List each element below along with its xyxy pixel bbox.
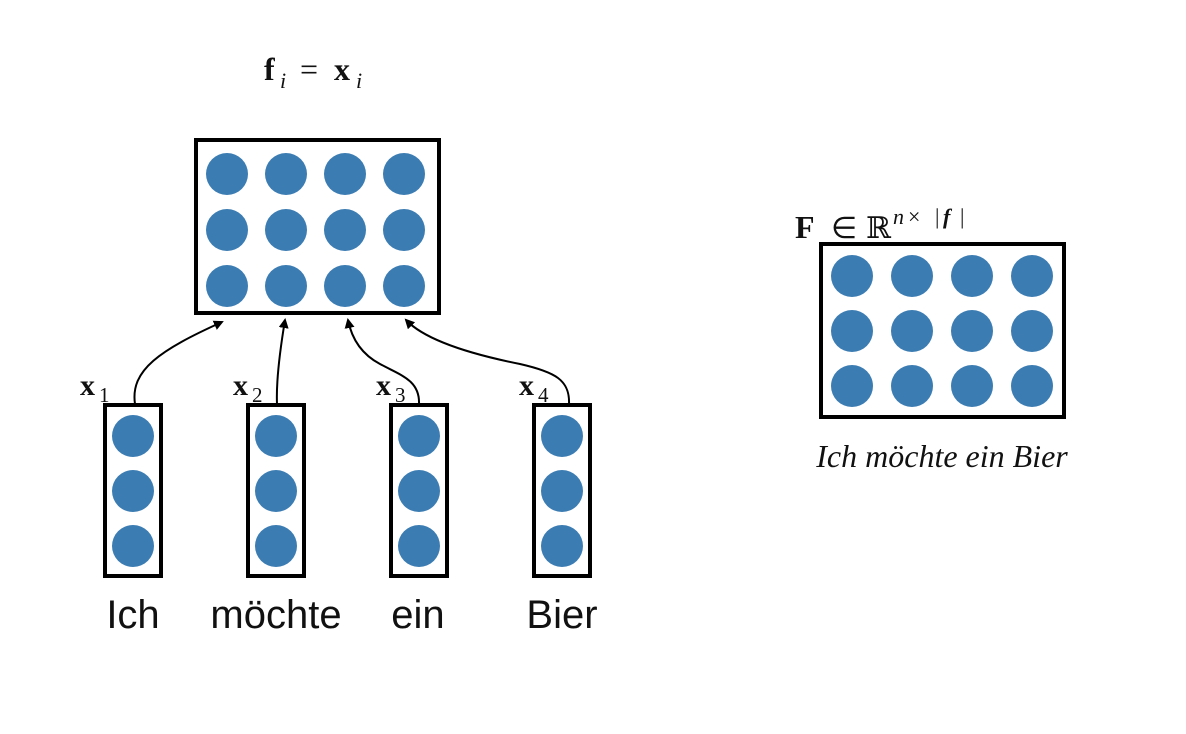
combined-dot	[206, 153, 248, 195]
matrix-dot	[1011, 310, 1053, 352]
matrix-dot	[1011, 255, 1053, 297]
matrix-dot	[951, 310, 993, 352]
matrix-label-sup-times: ×	[908, 204, 920, 229]
input-column-2-dot	[255, 525, 297, 567]
arrow-1	[133, 320, 224, 405]
input-labels: x 1 x 2 x 3 x 4	[80, 369, 549, 407]
input-column-2	[246, 403, 306, 578]
word-labels: Ich möchte ein Bier	[106, 593, 597, 637]
combined-dot	[206, 265, 248, 307]
matrix-dot	[951, 255, 993, 297]
input-column-3	[389, 403, 449, 578]
formula-f: f	[264, 51, 275, 87]
arrow-2	[275, 318, 289, 405]
input-label-2-sub: 2	[252, 383, 263, 407]
combined-dot	[383, 209, 425, 251]
input-column-3-dot	[398, 525, 440, 567]
word-3: ein	[391, 593, 444, 637]
combined-dot	[324, 265, 366, 307]
input-columns	[103, 403, 592, 578]
input-column-1-dots	[112, 415, 154, 567]
input-column-3-dot	[398, 415, 440, 457]
arrows	[133, 318, 571, 405]
matrix-label-in: ∈	[831, 212, 857, 245]
matrix-dot	[831, 255, 873, 297]
input-column-4	[532, 403, 592, 578]
combined-dot	[265, 209, 307, 251]
input-label-4-sub: 4	[538, 383, 549, 407]
combined-dot	[206, 209, 248, 251]
matrix-label-F: F	[795, 209, 815, 245]
matrix-box	[819, 242, 1066, 419]
matrix-label-sup-bar-left: |	[935, 204, 939, 229]
input-column-3-dot	[398, 470, 440, 512]
matrix-dot	[891, 255, 933, 297]
arrow-3	[344, 318, 421, 405]
matrix-dot	[891, 310, 933, 352]
combined-dot	[383, 265, 425, 307]
input-column-2-dots	[255, 415, 297, 567]
matrix-dot	[831, 310, 873, 352]
input-label-3-var: x	[376, 369, 391, 402]
input-column-4-dot	[541, 525, 583, 567]
input-label-1-var: x	[80, 369, 95, 402]
formula-f-subscript: i	[280, 68, 286, 93]
arrow-4	[404, 318, 571, 405]
input-column-2-dot	[255, 415, 297, 457]
matrix-dot	[1011, 365, 1053, 407]
word-2: möchte	[210, 593, 341, 637]
input-column-4-dot	[541, 470, 583, 512]
input-column-4-dot	[541, 415, 583, 457]
matrix-dot-grid	[831, 255, 1053, 407]
formula-equals: =	[300, 51, 318, 87]
input-label-3-sub: 3	[395, 383, 406, 407]
combined-dot	[324, 153, 366, 195]
combined-dot	[324, 209, 366, 251]
input-column-1	[103, 403, 163, 578]
matrix-dot	[891, 365, 933, 407]
input-column-4-dots	[541, 415, 583, 567]
word-4: Bier	[526, 593, 597, 637]
matrix-label: F ∈ ℝ n × | f |	[795, 204, 964, 246]
top-formula: f i = x i	[264, 51, 362, 93]
input-column-3-dots	[398, 415, 440, 567]
combined-dot-grid	[206, 153, 425, 307]
matrix-dot	[831, 365, 873, 407]
input-column-1-dot	[112, 470, 154, 512]
matrix-label-sup-bar-right: |	[960, 204, 964, 229]
input-column-1-dot	[112, 415, 154, 457]
matrix-label-sup-n: n	[893, 204, 904, 229]
word-1: Ich	[106, 593, 159, 637]
combined-dot	[265, 265, 307, 307]
input-column-2-dot	[255, 470, 297, 512]
formula-x: x	[334, 51, 350, 87]
input-label-1-sub: 1	[99, 383, 110, 407]
combined-dot	[265, 153, 307, 195]
matrix-label-reals: ℝ	[866, 211, 892, 246]
matrix-dot	[951, 365, 993, 407]
matrix-caption: Ich möchte ein Bier	[815, 438, 1068, 474]
input-column-1-dot	[112, 525, 154, 567]
input-label-2-var: x	[233, 369, 248, 402]
input-label-4-var: x	[519, 369, 534, 402]
formula-x-subscript: i	[356, 68, 362, 93]
combined-dot	[383, 153, 425, 195]
matrix-label-sup-f: f	[943, 204, 953, 229]
combined-feature-box	[194, 138, 441, 315]
